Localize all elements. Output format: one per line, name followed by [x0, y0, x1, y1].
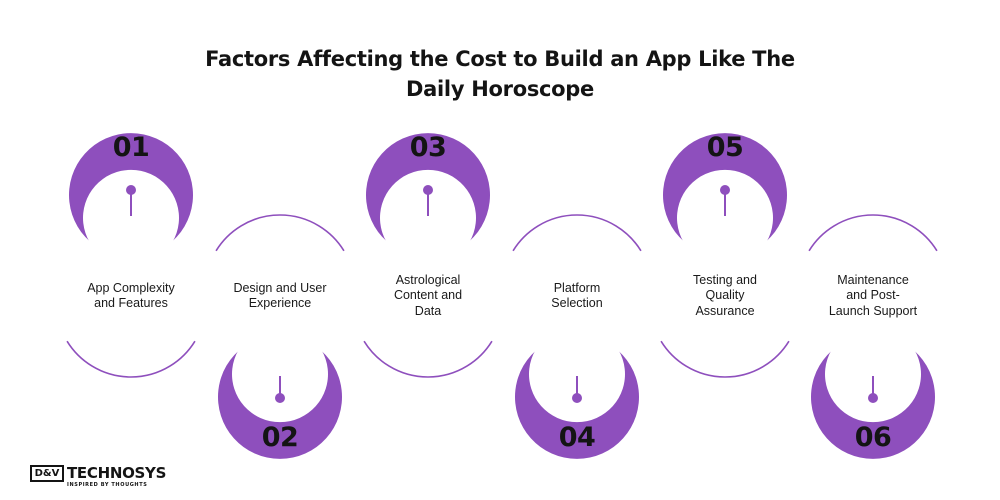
step-arc-4	[512, 214, 642, 252]
step-dot-5	[720, 185, 730, 195]
step-dot-2	[275, 393, 285, 403]
step-label-3: Astrological Content and Data	[393, 272, 463, 318]
step-label-5: Testing and Quality Assurance	[693, 272, 757, 318]
step-number-3: 03	[409, 132, 447, 163]
step-label-4: Platform Selection	[551, 280, 603, 311]
step-number-1: 01	[112, 132, 150, 163]
step-number-6: 06	[854, 422, 892, 453]
logo-name: TECHNOSYS	[67, 464, 167, 482]
step-label-2: Design and User Experience	[233, 280, 327, 311]
step-label-1: App Complexity and Features	[87, 280, 175, 311]
step-number-4: 04	[558, 422, 596, 453]
title-line-1: Factors Affecting the Cost to Build an A…	[205, 47, 795, 71]
step-dot-1	[126, 185, 136, 195]
company-logo: D&V TECHNOSYS INSPIRED BY THOUGHTS	[30, 463, 180, 491]
step-number-5: 05	[706, 132, 744, 163]
step-dot-6	[868, 393, 878, 403]
step-number-2: 02	[261, 422, 299, 453]
logo-mark: D&V	[30, 465, 64, 482]
step-arc-6	[808, 214, 938, 252]
step-arc-2	[215, 214, 345, 252]
step-arc-3	[363, 340, 493, 378]
title-line-2: Daily Horoscope	[406, 77, 594, 101]
diagram-title: Factors Affecting the Cost to Build an A…	[150, 44, 850, 104]
step-label-6: Maintenance and Post-Launch Support	[828, 272, 918, 318]
logo-tagline: INSPIRED BY THOUGHTS	[67, 482, 148, 488]
step-arc-5	[660, 340, 790, 378]
step-dot-4	[572, 393, 582, 403]
step-arc-1	[66, 340, 196, 378]
step-dot-3	[423, 185, 433, 195]
